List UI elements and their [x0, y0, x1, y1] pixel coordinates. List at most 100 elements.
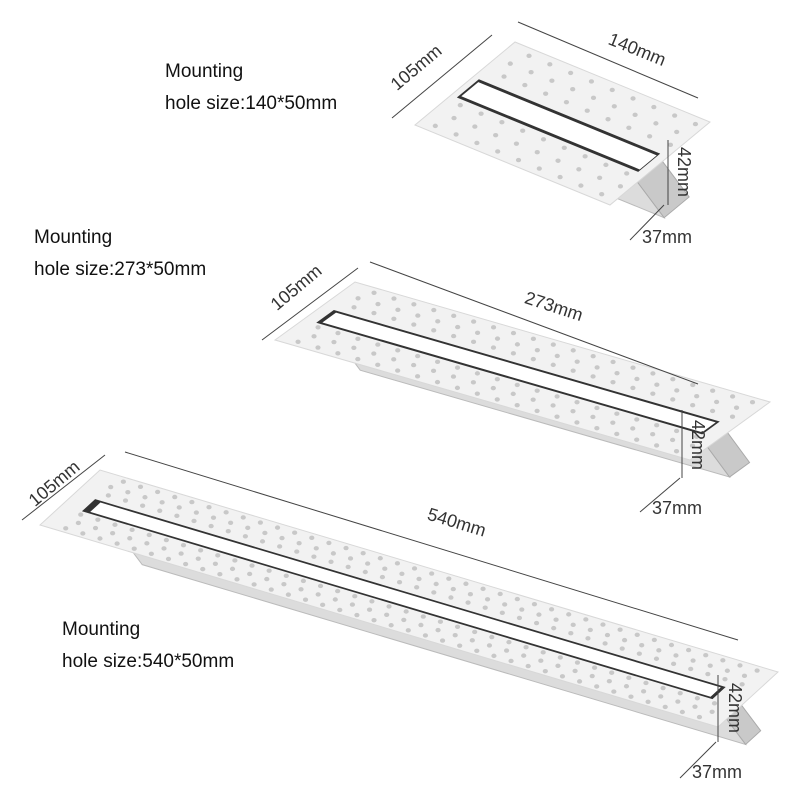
mounting-hole — [159, 500, 165, 505]
mounting-hole — [617, 184, 624, 189]
mounting-hole — [614, 370, 620, 376]
mounting-hole — [667, 142, 674, 148]
mounting-hole — [538, 658, 544, 663]
mounting-hole — [677, 690, 683, 696]
mounting-hole — [499, 120, 505, 125]
light-diffuser — [90, 502, 721, 697]
mounting-hole — [355, 336, 361, 342]
mounting-hole — [415, 353, 421, 359]
mounting-hole — [183, 561, 189, 567]
mounting-hole — [375, 362, 381, 368]
mounting-hole — [610, 359, 616, 365]
mounting-hole — [550, 362, 556, 368]
mounting-hole — [568, 631, 574, 636]
mounting-hole — [268, 587, 274, 592]
mounting-hole — [690, 382, 696, 388]
mounting-hole — [594, 684, 600, 689]
mounting-hole — [568, 70, 574, 76]
dim-length-3: 540mm — [425, 504, 488, 541]
mounting-hole — [472, 124, 478, 129]
mounting-hole — [536, 612, 542, 617]
mounting-hole — [193, 510, 199, 515]
mounting-hole — [594, 365, 600, 370]
mounting-hole — [506, 639, 512, 645]
mounting-hole — [528, 69, 534, 75]
mounting-hole — [315, 592, 321, 597]
mounting-hole — [609, 87, 615, 93]
mounting-hole — [311, 334, 317, 339]
label-title: Mounting — [62, 619, 141, 640]
mounting-hole — [300, 578, 306, 584]
mounting-hole — [335, 351, 341, 356]
mounting-hole — [345, 564, 351, 570]
mounting-hole — [611, 104, 617, 109]
mounting-hole — [122, 498, 129, 503]
mounting-hole — [610, 420, 616, 425]
light-diffuser — [322, 312, 716, 433]
mounting-hole — [331, 339, 337, 345]
mounting-hole — [605, 117, 611, 122]
mounting-hole — [161, 546, 167, 551]
mounting-hole — [749, 400, 756, 405]
mounting-hole — [351, 345, 357, 350]
mounting-hole — [574, 399, 580, 405]
mounting-hole — [654, 382, 660, 387]
mounting-hole — [514, 402, 520, 408]
mounting-hole — [501, 74, 507, 79]
mounting-hole — [435, 627, 441, 633]
mounting-hole — [455, 324, 461, 330]
mounting-hole — [391, 316, 397, 321]
mounting-hole — [672, 113, 678, 118]
mounting-hole — [262, 530, 268, 536]
mounting-hole — [585, 636, 591, 641]
mounting-hole — [431, 590, 437, 595]
mounting-hole — [215, 553, 221, 558]
mounting-hole — [694, 696, 700, 701]
mounting-hole — [690, 658, 696, 663]
mounting-hole — [669, 437, 676, 443]
mounting-hole — [395, 348, 401, 353]
mounting-hole — [474, 330, 481, 336]
mounting-hole — [590, 374, 596, 379]
mounting-hole — [247, 571, 253, 577]
mounting-hole — [399, 571, 405, 576]
mounting-hole — [609, 670, 615, 675]
mounting-hole — [594, 426, 600, 431]
mounting-hole — [157, 508, 163, 513]
mounting-hole — [733, 405, 740, 410]
mounting-hole — [178, 551, 184, 556]
mounting-hole — [514, 596, 520, 602]
mounting-hole — [597, 175, 603, 181]
mounting-hole — [432, 123, 438, 129]
mounting-hole — [594, 405, 600, 411]
mounting-hole — [75, 520, 81, 526]
mounting-hole — [570, 368, 576, 373]
mounting-hole — [549, 78, 555, 83]
mounting-hole — [623, 684, 630, 689]
mounting-hole — [198, 548, 204, 553]
mounting-hole — [388, 623, 394, 628]
mounting-hole — [711, 701, 718, 706]
mounting-hole — [563, 99, 570, 105]
mounting-hole — [411, 362, 417, 368]
mounting-hole — [588, 79, 595, 84]
mounting-hole — [148, 551, 154, 557]
mounting-hole — [395, 368, 401, 373]
dim-length-1: 140mm — [606, 29, 669, 70]
mounting-hole — [614, 411, 620, 416]
mounting-hole — [452, 633, 458, 638]
mounting-hole — [540, 650, 546, 655]
mounting-hole — [382, 566, 388, 571]
mounting-hole — [146, 532, 152, 538]
mounting-hole — [391, 357, 397, 362]
mounting-hole — [365, 561, 371, 566]
mounting-hole — [446, 576, 452, 581]
dim-line-depth-1 — [629, 204, 665, 241]
dim-line-width-3 — [21, 454, 106, 521]
mounting-hole — [208, 523, 214, 529]
mounting-hole — [651, 637, 657, 643]
mounting-hole — [526, 53, 532, 59]
mounting-hole — [510, 330, 517, 336]
mounting-hole — [251, 582, 257, 587]
mounting-hole — [729, 414, 736, 419]
